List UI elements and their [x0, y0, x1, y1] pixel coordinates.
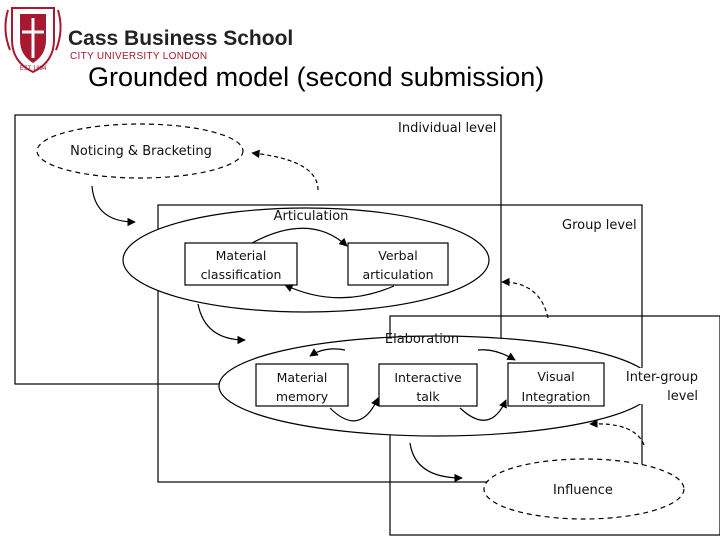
brand-subtitle: CITY UNIVERSITY LONDON: [70, 51, 207, 62]
material-classification-line1: Material: [216, 248, 267, 263]
material-memory-box: [255, 363, 349, 407]
cass-crest-logo: EST 1894: [4, 7, 62, 74]
arrow-elaboration-to-visual: [477, 349, 516, 361]
verbal-articulation-line1: Verbal: [378, 248, 417, 263]
material-memory-line2: memory: [276, 389, 329, 404]
visual-integration-line2: Integration: [522, 389, 591, 404]
articulation-label: Articulation: [274, 209, 349, 224]
group-level-box: [157, 204, 643, 483]
material-memory-line1: Material: [277, 370, 328, 385]
arrow-elaboration-to-memory: [309, 348, 346, 357]
arrow-memory-to-talk: [329, 397, 379, 422]
inter-group-label-line1: Inter-group: [626, 370, 698, 385]
visual-integration-box: [507, 362, 605, 407]
arrow-elaboration-to-influence: [409, 442, 463, 483]
interactive-talk-line1: Interactive: [394, 370, 462, 385]
visual-integration-line1: Visual: [537, 369, 574, 384]
arrow-articulation-to-elaboration: [197, 303, 246, 345]
material-classification-line2: classification: [201, 267, 282, 282]
articulation-node: [122, 207, 490, 313]
page-title: Grounded model (second submission): [88, 62, 544, 92]
verbal-articulation-box: [347, 242, 449, 286]
arrow-verbal-to-classification: [284, 284, 395, 299]
elaboration-label: Elaboration: [385, 332, 459, 347]
interactive-talk-box: [378, 363, 478, 407]
individual-level-label: Individual level: [398, 121, 496, 136]
group-level-label: Group level: [562, 218, 637, 233]
feedback-influence-to-elaboration: [589, 419, 645, 446]
crest-text: EST 1894: [20, 66, 47, 72]
verbal-articulation-line2: articulation: [362, 267, 433, 282]
influence-node: [483, 458, 685, 520]
inter-group-label-line2: level: [667, 389, 698, 404]
influence-label: Influence: [553, 483, 613, 498]
noticing-bracketing-label: Noticing & Bracketing: [70, 144, 212, 159]
interactive-talk-line2: talk: [416, 389, 440, 404]
arrow-classification-to-verbal: [251, 227, 348, 247]
arrow-talk-to-visual: [459, 399, 507, 421]
material-classification-box: [184, 242, 298, 286]
feedback-articulation-to-noticing: [251, 149, 319, 191]
arrow-noticing-to-articulation: [91, 185, 136, 227]
brand-name: Cass Business School: [68, 27, 293, 50]
noticing-bracketing-node: [36, 123, 244, 179]
feedback-elaboration-to-articulation: [501, 277, 549, 319]
